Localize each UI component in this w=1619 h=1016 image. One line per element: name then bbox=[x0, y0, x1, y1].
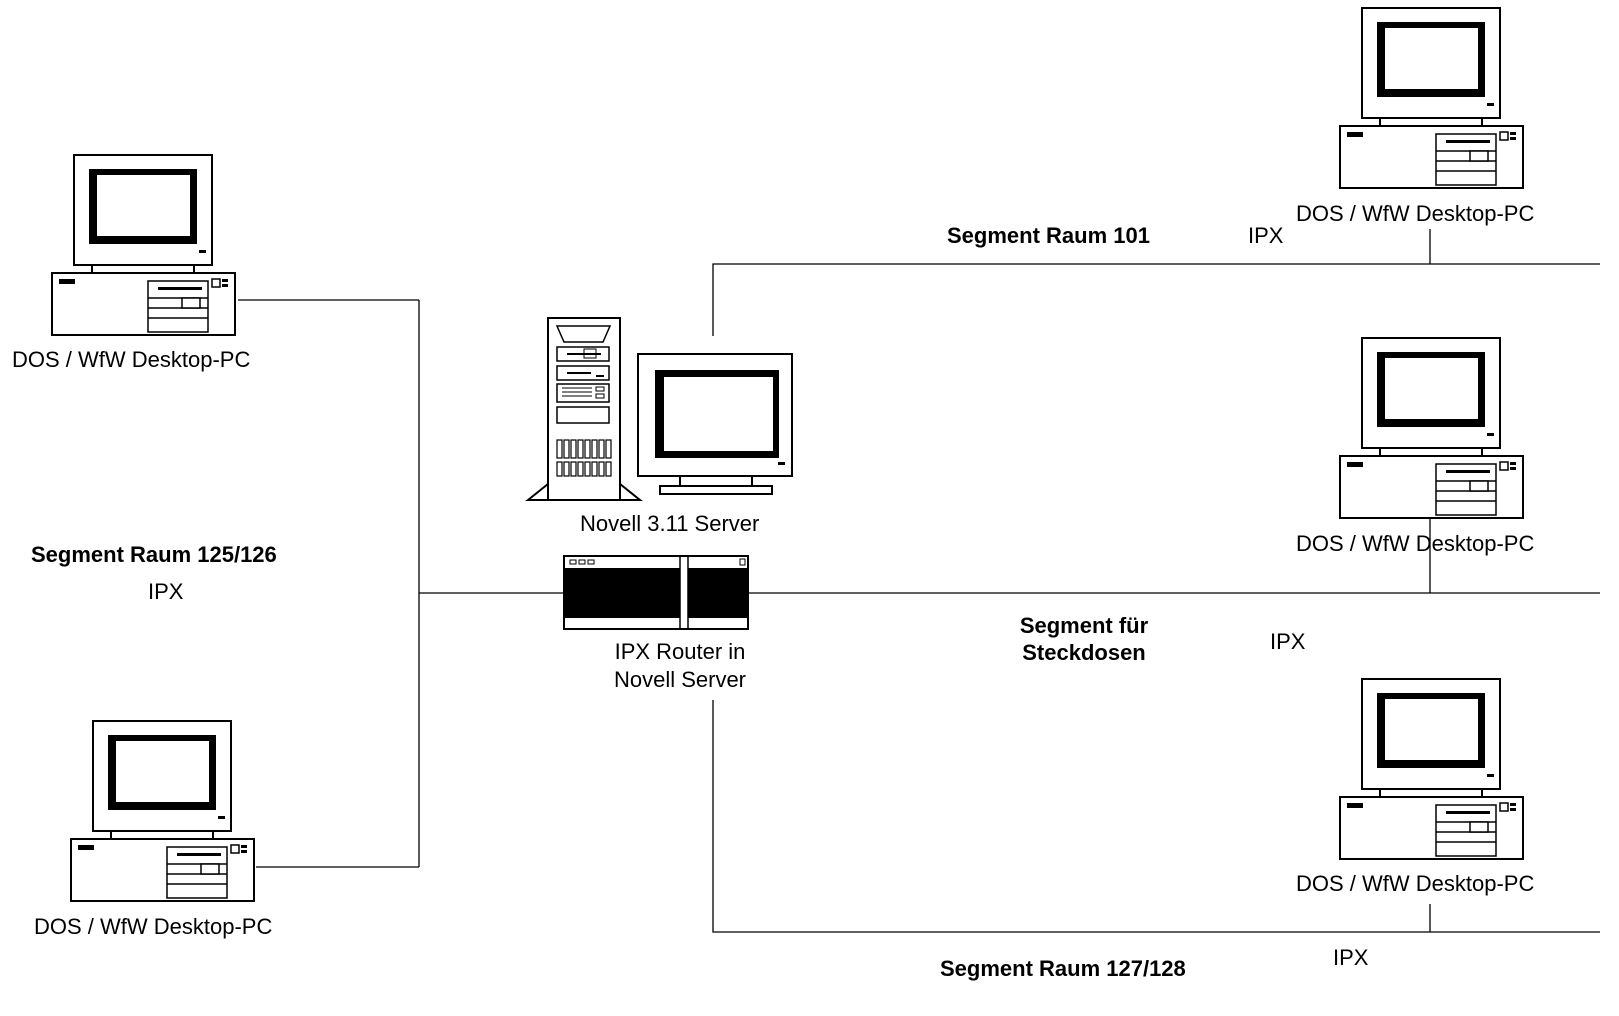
segment-left-protocol: IPX bbox=[148, 579, 184, 604]
pc-label-right-mid: DOS / WfW Desktop-PC bbox=[1296, 531, 1535, 556]
server-label: Novell 3.11 Server bbox=[580, 511, 760, 536]
segment-top-name: Segment Raum 101 bbox=[947, 223, 1150, 248]
segment-middle-protocol: IPX bbox=[1270, 629, 1306, 654]
server-tower-icon bbox=[525, 317, 643, 501]
router-icon bbox=[563, 555, 749, 630]
segment-left-name: Segment Raum 125/126 bbox=[31, 542, 277, 567]
router-label-line2: Novell Server bbox=[613, 667, 747, 692]
pc-label-right-top: DOS / WfW Desktop-PC bbox=[1296, 201, 1535, 226]
segment-middle-name-line1: Segment für bbox=[1019, 613, 1149, 638]
pc-icon-right-top bbox=[1339, 7, 1524, 189]
segment-bottom-name: Segment Raum 127/128 bbox=[940, 956, 1186, 981]
pc-label-bottom-left: DOS / WfW Desktop-PC bbox=[34, 914, 273, 939]
pc-icon-top-left bbox=[51, 154, 236, 336]
segment-bottom-protocol: IPX bbox=[1333, 945, 1369, 970]
segment-middle-name-line2: Steckdosen bbox=[1022, 640, 1146, 665]
router-label-line1: IPX Router in bbox=[614, 639, 746, 664]
pc-icon-right-bottom bbox=[1339, 678, 1524, 860]
network-lines bbox=[238, 229, 1600, 933]
pc-icon-right-mid bbox=[1339, 337, 1524, 519]
pc-icon-bottom-left bbox=[70, 720, 255, 902]
pc-label-top-left: DOS / WfW Desktop-PC bbox=[12, 347, 251, 372]
pc-label-right-bottom: DOS / WfW Desktop-PC bbox=[1296, 871, 1535, 896]
segment-top-protocol: IPX bbox=[1248, 223, 1284, 248]
server-monitor-icon bbox=[637, 353, 793, 495]
